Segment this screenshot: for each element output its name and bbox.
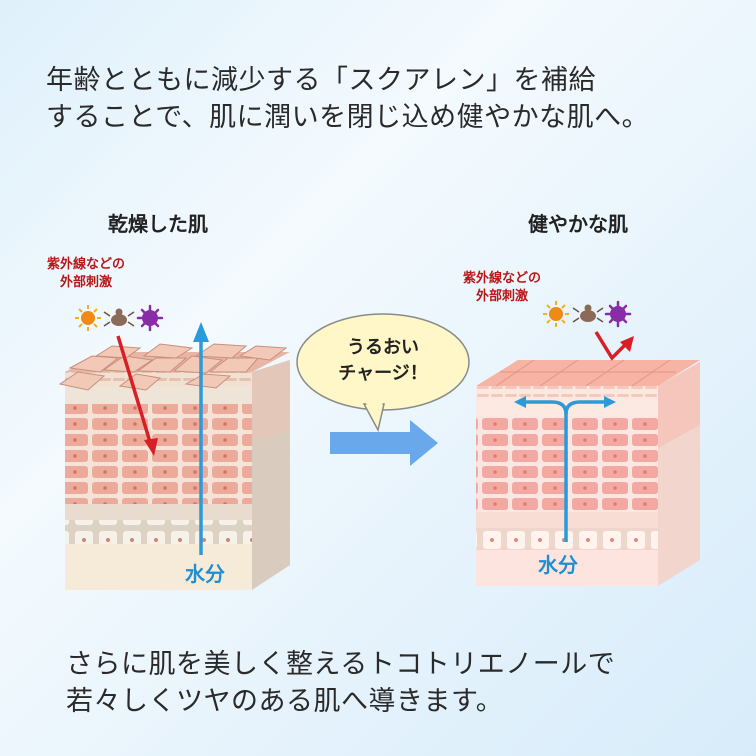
healthy-irritant-line-2: 外部刺激 [475,289,528,304]
sun-icon [75,305,101,331]
dry-irritant-label: 紫外線などの 外部刺激 [30,256,142,292]
healthy-water-label: 水分 [538,553,578,577]
healthy-irritant-line-1: 紫外線などの [462,271,541,286]
dry-irritant-line-2: 外部刺激 [59,275,112,290]
outro-line-2: 若々しくツヤのある肌へ導きます。 [66,686,504,717]
dry-water-label: 水分 [185,562,225,586]
outro-text: さらに肌を美しく整えるトコトリエノールで 若々しくツヤのある肌へ導きます。 [66,646,746,720]
intro-line-2: することで、肌に潤いを閉じ込め健やかな肌へ。 [46,102,650,133]
virus-icon [604,300,632,328]
sun-icon [543,301,569,327]
healthy-water-arrow [514,396,616,542]
dry-water-arrow [193,322,209,555]
bubble-line-1: うるおい [347,337,419,358]
healthy-irritant-label: 紫外線などの 外部刺激 [444,270,560,306]
bubble-text: うるおい チャージ！ [300,335,466,387]
healthy-skin-title: 健やかな肌 [528,212,628,236]
mite-icon [103,308,135,327]
mite-icon [572,304,604,323]
dry-irritant-line-1: 紫外線などの [46,257,125,272]
dry-irritant-arrow [116,335,158,456]
speech-bubble [296,313,470,433]
healthy-irritant-arrow [594,331,634,361]
outro-line-1: さらに肌を美しく整えるトコトリエノールで [66,649,616,680]
dry-skin-title: 乾燥した肌 [108,212,208,236]
transition-arrow [330,420,438,466]
intro-text: 年齢とともに減少する「スクアレン」を補給 することで、肌に潤いを閉じ込め健やかな… [46,62,746,136]
healthy-skin-block [476,359,700,586]
virus-icon [136,304,164,332]
intro-line-1: 年齢とともに減少する「スクアレン」を補給 [46,65,596,96]
bubble-line-2: チャージ！ [338,363,428,384]
dry-irritant-icons [75,304,164,332]
dry-skin-block [58,343,290,590]
healthy-irritant-icons [543,300,632,328]
